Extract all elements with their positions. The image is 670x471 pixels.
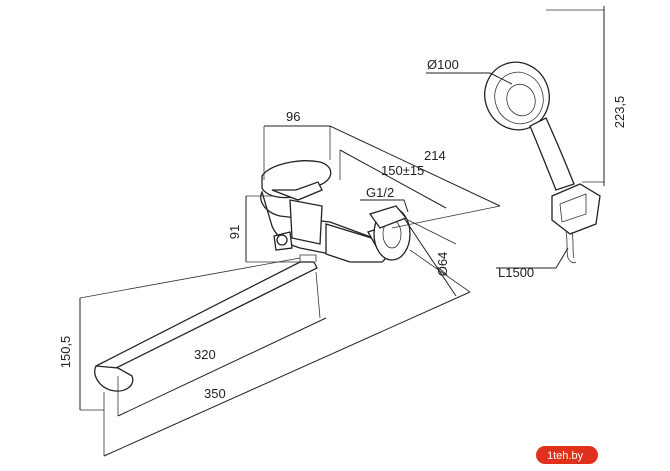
dim-hose-length: L1500 — [498, 265, 534, 280]
watermark: 1teh.by — [536, 446, 598, 464]
dim-height-150-5: 150,5 — [58, 336, 73, 369]
dim-diameter-64: Ø64 — [435, 252, 450, 277]
dim-width-96: 96 — [286, 109, 300, 124]
dim-length-320: 320 — [194, 347, 216, 362]
dim-width-150-15: 150±15 — [381, 163, 424, 178]
dim-height-91: 91 — [227, 225, 242, 239]
dim-thread-g12: G1/2 — [366, 185, 394, 200]
dim-height-223-5: 223,5 — [612, 96, 627, 129]
dim-length-350: 350 — [204, 386, 226, 401]
dim-width-214: 214 — [424, 148, 446, 163]
watermark-text: 1teh.by — [547, 450, 584, 462]
spout — [94, 254, 318, 392]
dim-diameter-100: Ø100 — [427, 57, 459, 72]
mixer-body — [260, 160, 411, 263]
dimension-lines — [79, 6, 605, 457]
hand-shower — [484, 61, 601, 264]
